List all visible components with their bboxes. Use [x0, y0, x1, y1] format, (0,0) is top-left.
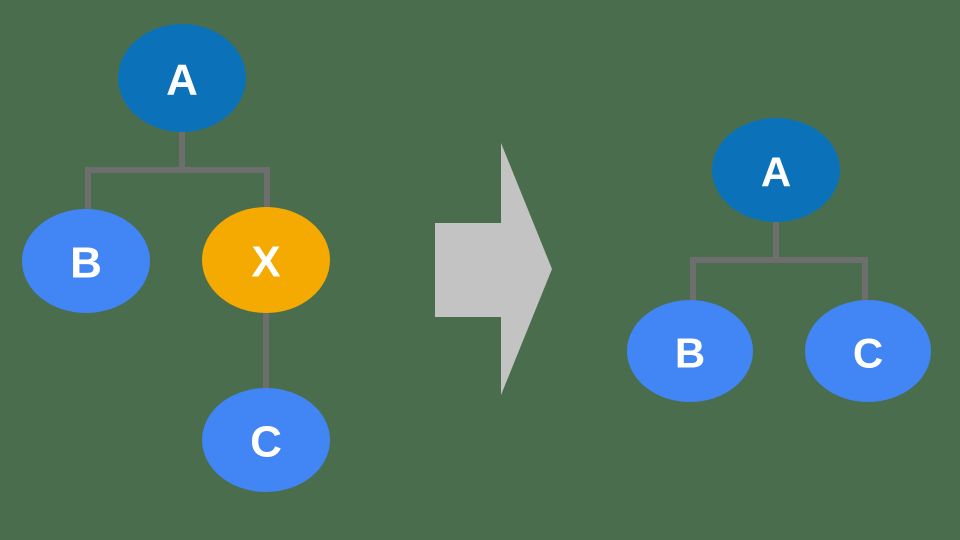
before-node-x[interactable]: X	[202, 207, 330, 313]
before-node-a[interactable]: A	[118, 24, 246, 132]
after-node-b[interactable]: B	[627, 300, 753, 402]
before-node-x-label: X	[251, 238, 280, 287]
before-node-b[interactable]: B	[22, 209, 150, 313]
before-node-x-shape[interactable]	[202, 207, 330, 313]
after-edge-a-to-children	[690, 219, 868, 303]
before-edge-a-to-children	[85, 128, 270, 212]
before-node-c[interactable]: C	[202, 388, 330, 492]
arrow-right-icon	[435, 143, 552, 395]
after-node-b-shape[interactable]	[627, 300, 753, 402]
before-node-a-shape[interactable]	[118, 24, 246, 132]
before-tree-group: A B X C	[22, 24, 330, 492]
after-node-c-shape[interactable]	[805, 300, 931, 402]
after-node-a-label: A	[761, 149, 791, 196]
before-node-a-label: A	[166, 56, 198, 105]
after-node-c[interactable]: C	[805, 300, 931, 402]
after-tree-group: A B C	[627, 118, 931, 402]
after-node-b-label: B	[675, 330, 705, 377]
after-node-c-label: C	[853, 330, 883, 377]
before-node-c-shape[interactable]	[202, 388, 330, 492]
before-node-c-label: C	[250, 418, 282, 467]
before-node-b-shape[interactable]	[22, 209, 150, 313]
after-node-a[interactable]: A	[712, 118, 840, 222]
transformation-arrow-icon	[435, 143, 552, 395]
before-node-b-label: B	[70, 239, 102, 288]
after-node-a-shape[interactable]	[712, 118, 840, 222]
